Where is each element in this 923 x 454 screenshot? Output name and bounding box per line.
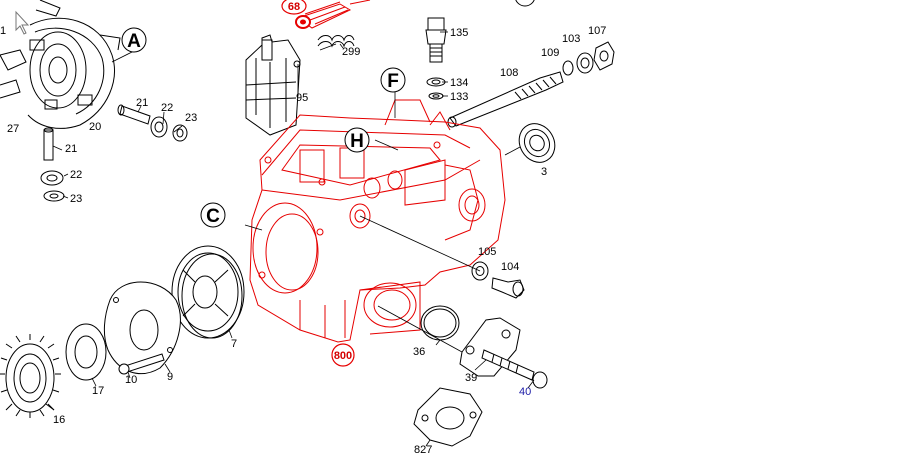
part-label-23-lower[interactable]: 23 (70, 193, 82, 205)
part-label-36[interactable]: 36 (413, 346, 425, 358)
svg-text:A: A (127, 31, 141, 52)
spring-part-299[interactable] (317, 35, 355, 49)
part-label-109[interactable]: 109 (541, 47, 559, 59)
part-label-40[interactable]: 40 (519, 386, 531, 398)
callout-a[interactable]: A (121, 27, 147, 53)
part-label-133[interactable]: 133 (450, 91, 468, 103)
callout-c[interactable]: C (200, 202, 226, 228)
part-label-20[interactable]: 20 (89, 121, 101, 133)
part-label-827[interactable]: 827 (414, 444, 432, 454)
pump-housing-part-800[interactable] (249, 99, 506, 343)
part-label-107[interactable]: 107 (588, 25, 606, 37)
leader-lines (45, 31, 535, 447)
svg-text:H: H (350, 131, 364, 152)
part-label-103[interactable]: 103 (562, 33, 580, 45)
part-number-labels: 68 299 95 135 134 133 108 109 103 107 1 … (0, 0, 606, 454)
part-label-800[interactable]: 800 (331, 343, 355, 367)
screw-part-40[interactable] (481, 349, 548, 389)
drive-disc-assembly[interactable] (0, 0, 121, 129)
part-label-21-upper[interactable]: 21 (136, 97, 148, 109)
adjust-screw-assembly[interactable] (447, 41, 615, 128)
part-label-23-upper[interactable]: 23 (185, 112, 197, 124)
part-label-3[interactable]: 3 (541, 166, 547, 178)
part-label-22-lower[interactable]: 22 (70, 169, 82, 181)
svg-text:C: C (206, 206, 220, 227)
plate-part-9[interactable] (103, 281, 181, 375)
shaft-seal-part-3[interactable] (512, 117, 561, 169)
svg-text:68: 68 (288, 1, 300, 13)
part-label-299[interactable]: 299 (342, 46, 360, 58)
solenoid-part-68[interactable] (295, 0, 371, 29)
cursor-icon (15, 10, 30, 35)
part-label-16[interactable]: 16 (53, 414, 65, 426)
bracket-part-95[interactable] (245, 34, 301, 136)
part-label-104[interactable]: 104 (501, 261, 519, 273)
part-label-7[interactable]: 7 (231, 338, 237, 350)
callout-f[interactable]: F (380, 67, 406, 93)
part-label-135[interactable]: 135 (450, 27, 468, 39)
part-label-10[interactable]: 10 (125, 374, 137, 386)
washer-part-17[interactable] (65, 323, 107, 381)
part-label-22-upper[interactable]: 22 (161, 102, 173, 114)
part-label-108[interactable]: 108 (500, 67, 518, 79)
part-label-1[interactable]: 1 (0, 25, 6, 37)
part-label-27[interactable]: 27 (7, 123, 19, 135)
part-label-9[interactable]: 9 (167, 371, 173, 383)
gear-part-16[interactable] (0, 334, 61, 418)
part-label-68[interactable]: 68 (281, 0, 307, 15)
part-label-95[interactable]: 95 (296, 92, 308, 104)
part-label-105[interactable]: 105 (478, 246, 496, 258)
part-label-39[interactable]: 39 (465, 372, 477, 384)
callout-h[interactable]: H (344, 127, 370, 153)
svg-text:800: 800 (334, 350, 352, 362)
screw-part-10[interactable] (118, 353, 165, 375)
roller-pin-assembly-lower[interactable] (40, 127, 65, 202)
part-label-17[interactable]: 17 (92, 385, 104, 397)
svg-text:F: F (387, 71, 399, 92)
roller-pin-assembly-upper[interactable] (117, 104, 188, 142)
part-label-134[interactable]: 134 (450, 77, 468, 89)
drive-disc-part-7[interactable] (171, 245, 245, 339)
partial-callout-circle (515, 0, 535, 7)
part-label-21-lower[interactable]: 21 (65, 143, 77, 155)
gasket-part-827[interactable] (413, 387, 483, 447)
delivery-valve-stack[interactable] (425, 17, 447, 100)
o-ring-part-36[interactable] (420, 305, 460, 341)
